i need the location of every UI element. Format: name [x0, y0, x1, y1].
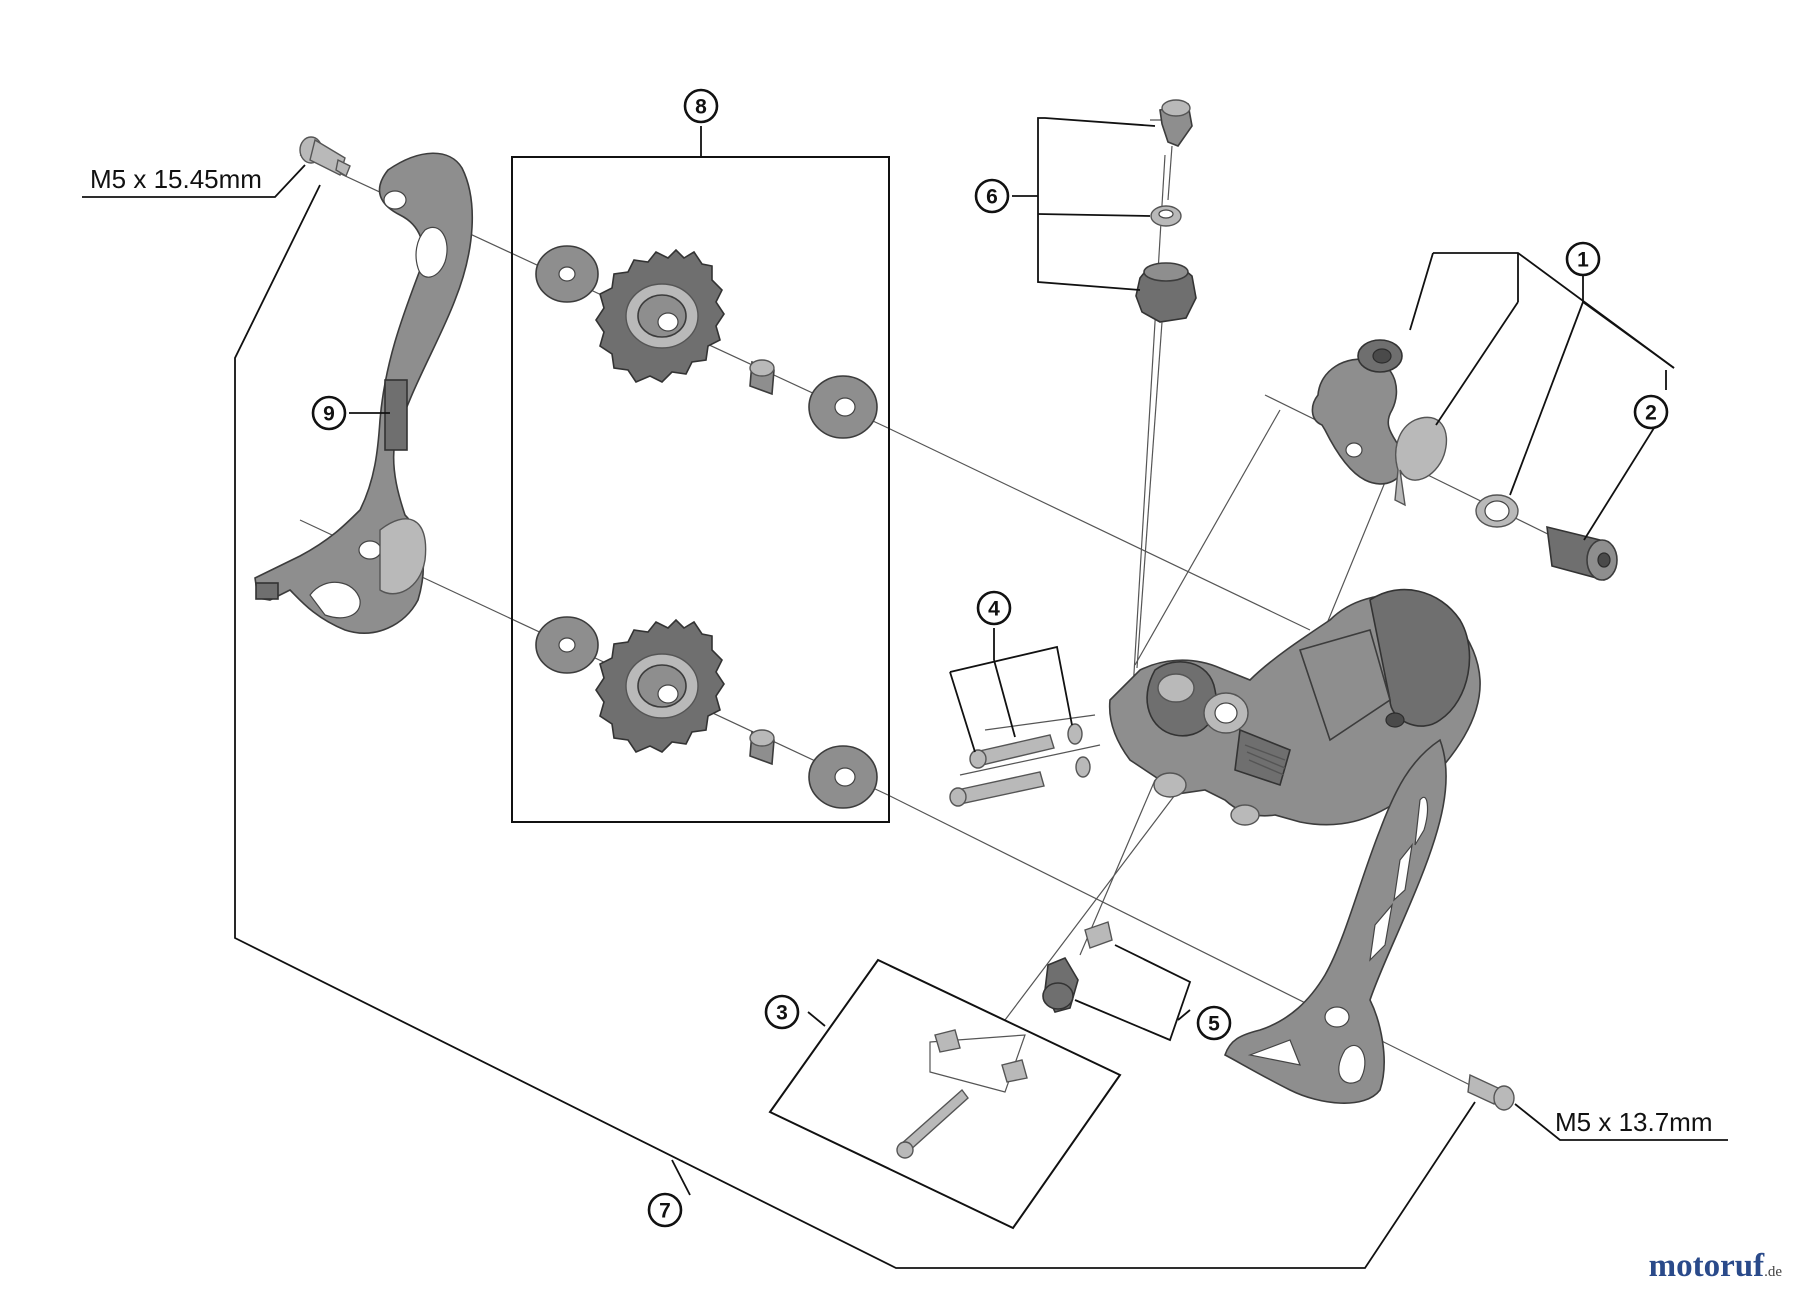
- stopper-plate-box: [768, 958, 1122, 1230]
- lower-pulley-assembly: [535, 616, 878, 809]
- callout-9: 9: [311, 395, 347, 431]
- leader-lines: [82, 117, 1728, 1269]
- bottom-right-bolt-size-label: M5 x 13.7mm: [1555, 1107, 1713, 1137]
- callout-2-label: 2: [1645, 402, 1657, 425]
- bottom-right-cage-bolt: [1467, 1073, 1515, 1111]
- callout-9-label: 9: [323, 403, 335, 426]
- callout-8-label: 8: [695, 96, 707, 119]
- upper-pulley-assembly: [535, 245, 878, 439]
- callout-4: 4: [976, 590, 1012, 626]
- limit-screws-assembly: [949, 723, 1091, 807]
- callout-6: 6: [974, 178, 1010, 214]
- top-left-bolt-size-label: M5 x 15.45mm: [90, 164, 262, 194]
- callout-3: 3: [764, 994, 800, 1030]
- watermark-tld-text: .de: [1764, 1264, 1782, 1280]
- derailleur-main-body: [1108, 588, 1481, 826]
- cable-adjuster-assembly: [1135, 99, 1197, 669]
- callout-4-label: 4: [988, 598, 1000, 621]
- top-left-cage-bolt: [299, 136, 351, 178]
- inner-cage-plate: [254, 152, 474, 634]
- outer-cage-plate: [1224, 738, 1447, 1104]
- callout-6-label: 6: [986, 186, 998, 209]
- watermark-brand-text: motoruf: [1648, 1248, 1765, 1284]
- callout-1-label: 1: [1577, 249, 1589, 272]
- callout-3-label: 3: [776, 1002, 788, 1025]
- callout-5: 5: [1196, 1005, 1232, 1041]
- callout-7: 7: [647, 1192, 683, 1228]
- tension-screw-assembly: [1042, 921, 1113, 1013]
- b-link-assembly: [1311, 339, 1618, 581]
- callout-2: 2: [1633, 394, 1669, 430]
- watermark-logo: motoruf.de: [1649, 1248, 1782, 1285]
- callout-8: 8: [683, 88, 719, 124]
- callout-7-label: 7: [659, 1200, 671, 1223]
- callout-5-label: 5: [1208, 1013, 1220, 1036]
- callout-1: 1: [1565, 241, 1601, 277]
